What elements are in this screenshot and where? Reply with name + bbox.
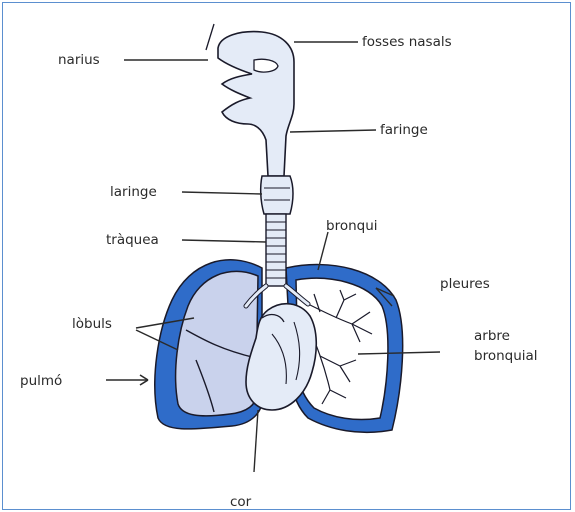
label-lobuls: lòbuls <box>72 316 112 332</box>
larynx <box>261 176 293 214</box>
label-pulmo: pulmó <box>20 373 62 389</box>
label-bronquial: bronquial <box>474 348 538 364</box>
label-laringe: laringe <box>110 184 157 200</box>
label-traquea: tràquea <box>106 232 159 248</box>
nasal-pharynx <box>218 32 294 176</box>
label-cor: cor <box>230 494 252 510</box>
label-arbre: arbre <box>474 328 510 344</box>
label-fosses-nasals: fosses nasals <box>362 34 452 50</box>
trachea <box>266 214 286 286</box>
label-bronqui: bronqui <box>326 218 378 234</box>
label-narius: narius <box>58 52 100 68</box>
label-pleures: pleures <box>440 276 490 292</box>
nostril-line <box>206 24 214 50</box>
label-faringe: faringe <box>380 122 428 138</box>
